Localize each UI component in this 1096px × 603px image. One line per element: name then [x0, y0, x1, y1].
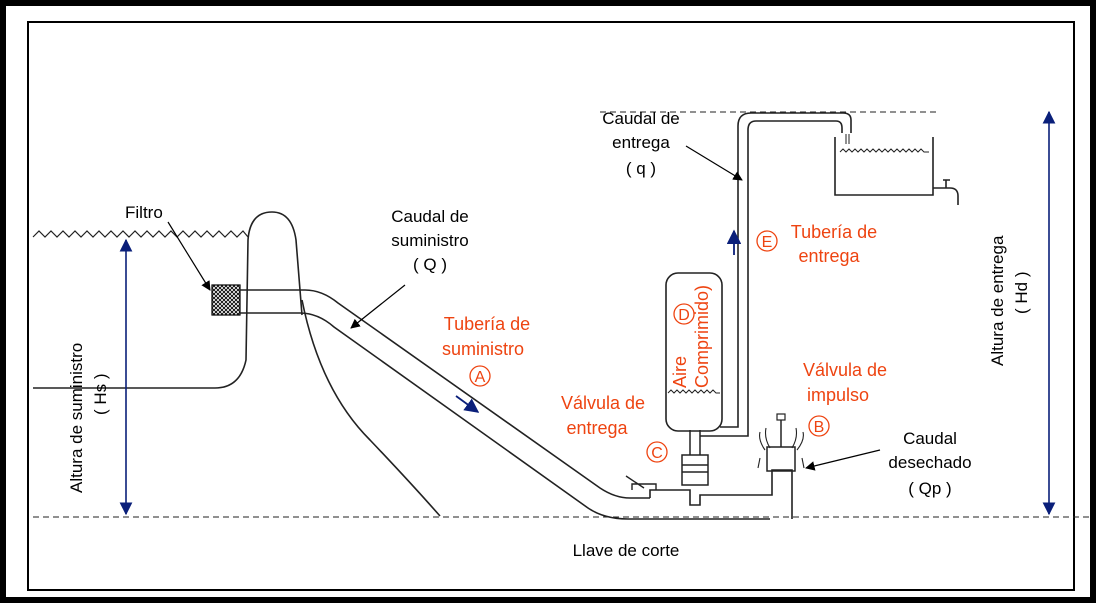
altura-suministro-label: Altura de suministro	[67, 343, 86, 493]
svg-text:C: C	[651, 445, 663, 462]
caudal-entrega-line2: entrega	[612, 133, 670, 152]
supply-water-surface	[32, 230, 249, 238]
caudal-desechado-line1: Caudal	[903, 429, 957, 448]
inner-frame	[27, 21, 1075, 591]
svg-text:B: B	[814, 419, 825, 436]
air-chamber	[665, 272, 723, 432]
marker-b: B	[808, 415, 830, 437]
marker-a: A	[469, 365, 491, 387]
valvula-impulso-line2: impulso	[807, 385, 869, 405]
marker-e: E	[756, 230, 778, 252]
ram-body	[649, 469, 793, 519]
caudal-entrega-line3: ( q )	[626, 159, 656, 178]
marker-c: C	[646, 441, 668, 463]
impulse-splash-icon	[757, 427, 805, 469]
aire-line2: Comprimido)	[692, 285, 712, 388]
tuberia-suministro-line1: Tubería de	[444, 314, 530, 334]
tank-water-line	[839, 148, 929, 153]
svg-text:E: E	[762, 234, 773, 251]
caudal-desechado-pointer	[805, 449, 881, 471]
delivery-valve-chamber	[681, 454, 709, 486]
filter-screen	[211, 284, 241, 316]
tuberia-entrega-line2: entrega	[798, 246, 860, 266]
pump-collar	[625, 475, 657, 490]
caudal-entrega-line1: Caudal de	[602, 109, 680, 128]
altura-entrega-label: Altura de entrega	[988, 235, 1007, 366]
caudal-suministro-line1: Caudal de	[391, 207, 469, 226]
altura-suministro-var: ( Hs )	[91, 373, 110, 415]
llave-corte-label: Llave de corte	[573, 541, 680, 560]
caudal-suministro-line3: ( Q )	[413, 255, 447, 274]
valvula-entrega-line2: entrega	[566, 418, 628, 438]
ground-slope	[301, 299, 441, 517]
caudal-suministro-pointer	[350, 284, 406, 329]
air-chamber-water-line	[667, 389, 720, 394]
impulse-valve-chamber	[766, 446, 796, 472]
delivery-tank	[834, 137, 934, 196]
valvula-entrega-line1: Válvula de	[561, 393, 645, 413]
filtro-pointer	[167, 221, 211, 291]
altura-entrega-var: ( Hd )	[1012, 272, 1031, 315]
tank-tap-icon	[933, 179, 959, 205]
caudal-entrega-pointer	[685, 145, 743, 181]
delivery-pipe-inner	[700, 120, 843, 437]
tuberia-entrega-line1: Tubería de	[791, 222, 877, 242]
svg-text:D: D	[678, 307, 690, 324]
delivery-pipe	[720, 112, 852, 428]
caudal-desechado-line2: desechado	[888, 453, 971, 472]
outlet-drops-icon	[845, 134, 850, 144]
supply-reservoir	[33, 211, 303, 389]
filtro-label: Filtro	[125, 203, 163, 222]
caudal-desechado-line3: ( Qp )	[908, 479, 951, 498]
marker-d: D	[673, 303, 695, 325]
supply-flow-arrow	[455, 395, 480, 413]
svg-text:A: A	[475, 369, 486, 386]
supply-pipe-lower	[240, 312, 770, 520]
caudal-suministro-line2: suministro	[391, 231, 468, 250]
tuberia-suministro-line2: suministro	[442, 339, 524, 359]
aire-line1: Aire	[670, 356, 690, 388]
supply-pipe	[240, 289, 650, 499]
valvula-impulso-line1: Válvula de	[803, 360, 887, 380]
